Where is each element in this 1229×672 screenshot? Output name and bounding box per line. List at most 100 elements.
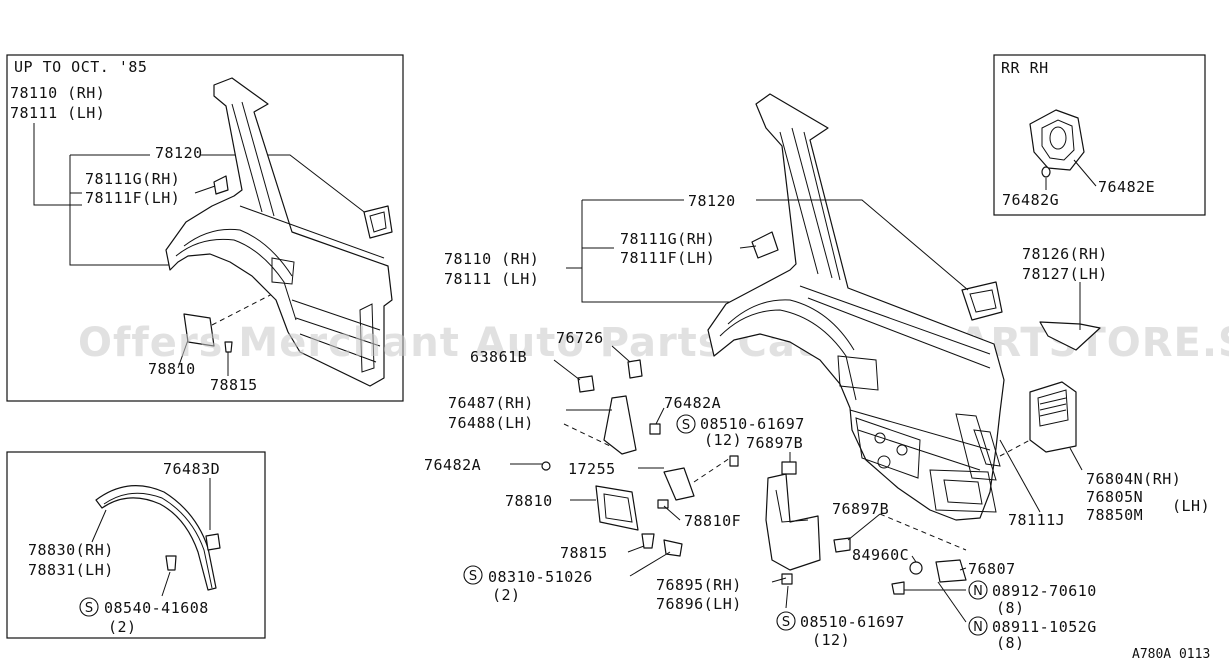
- leader-84960c: [911, 555, 917, 563]
- label-76895-rh: 76895(RH): [656, 576, 742, 594]
- label-76726: 76726: [556, 329, 604, 347]
- clip-76897b-b: [833, 537, 851, 553]
- leader-08510-b: [785, 585, 789, 609]
- screw-08310: [663, 539, 683, 557]
- rear-fender-main: [707, 93, 1005, 521]
- nut-63861b: [577, 375, 595, 393]
- leader-76804n: [1069, 447, 1083, 471]
- inset-early-model: UP TO OCT. '85 78110 (RH) 78111 (LH) 781…: [6, 54, 404, 402]
- drawing-reference: A780A 0113: [1132, 647, 1210, 662]
- leader-76482a: [655, 407, 665, 425]
- s-symbol-arch-text: S: [85, 601, 93, 616]
- label-78815-early: 78815: [210, 376, 258, 394]
- label-78815: 78815: [560, 544, 608, 562]
- label-78120-early: 78120: [155, 144, 203, 162]
- label-78110-rh-early: 78110 (RH): [10, 84, 105, 102]
- n-symbol-b: [968, 616, 988, 636]
- dash-early: [211, 289, 281, 326]
- label-63861b: 63861B: [470, 348, 527, 366]
- clip-78111g-main: [751, 231, 779, 259]
- leader-08310: [629, 551, 671, 577]
- dash-76807: [879, 513, 967, 551]
- nut-08912: [891, 581, 905, 595]
- label-08912-70610: 08912-70610: [992, 582, 1097, 600]
- leader-76482e: [1073, 159, 1097, 187]
- label-qty-12-b: (12): [812, 631, 850, 649]
- inset-rr-rh: RR RH 76482G 76482E: [993, 54, 1206, 216]
- leader-78111g-clip: [739, 245, 757, 249]
- clip-84960c: [909, 561, 923, 575]
- lid-78810: [595, 485, 639, 531]
- clip-78111g-early: [213, 175, 229, 195]
- label-08510-61697-b: 08510-61697: [800, 613, 905, 631]
- clip-76483d: [205, 533, 221, 551]
- label-76482a-2: 76482A: [424, 456, 481, 474]
- leader-78120-main-b: [756, 199, 969, 291]
- filler-78120-early: [363, 205, 393, 239]
- s-symbol-b: [463, 565, 483, 585]
- leader-78810-early: [177, 339, 189, 369]
- label-78111j: 78111J: [1008, 511, 1065, 529]
- n-symbol-a-text: N: [973, 584, 983, 599]
- label-78830-rh: 78830(RH): [28, 541, 114, 559]
- wheel-arch-molding: [95, 485, 217, 591]
- dash-76487: [563, 423, 611, 447]
- label-78111-lh-early: 78111 (LH): [10, 104, 105, 122]
- label-78111f: 78111F(LH): [620, 249, 715, 267]
- label-76482a: 76482A: [664, 394, 721, 412]
- mudguard-76895: [765, 473, 821, 571]
- label-78111f-early: 78111F(LH): [85, 189, 180, 207]
- label-78810-early: 78810: [148, 360, 196, 378]
- screw-08510-a: [729, 455, 739, 467]
- label-qty-8-a: (8): [996, 599, 1025, 617]
- label-76897b-b: 76897B: [832, 500, 889, 518]
- label-08911-1052g: 08911-1052G: [992, 618, 1097, 636]
- s-symbol-a: [676, 414, 696, 434]
- grommet-76482e: [1029, 109, 1085, 171]
- leader-08540: [161, 571, 171, 597]
- grommet-76482a-2: [541, 461, 551, 471]
- label-78111g-early: 78111G(RH): [85, 170, 180, 188]
- rear-fender-early: [165, 77, 393, 387]
- watermark: Offers Merchant Auto Parts Catalog PARTS…: [78, 320, 1229, 366]
- label-78126-rh: 78126(RH): [1022, 245, 1108, 263]
- label-78810: 78810: [505, 492, 553, 510]
- label-76482e: 76482E: [1098, 178, 1155, 196]
- label-08540-41608: 08540-41608: [104, 599, 209, 617]
- inset-rr-title: RR RH: [1001, 59, 1049, 77]
- clip-76897b-a: [781, 461, 797, 475]
- leader-08911: [937, 581, 967, 623]
- label-78110-rh: 78110 (RH): [444, 250, 539, 268]
- bracket-78126: [1039, 321, 1101, 351]
- leader-76895: [771, 577, 787, 583]
- label-78120: 78120: [688, 192, 736, 210]
- leader-63861b: [553, 359, 581, 381]
- n-symbol-a: [968, 580, 988, 600]
- label-lh-bracket: (LH): [1172, 497, 1210, 515]
- label-76897b-a: 76897B: [746, 434, 803, 452]
- label-76807: 76807: [968, 560, 1016, 578]
- bracket-17255: [663, 467, 695, 501]
- label-08310-51026: 08310-51026: [488, 568, 593, 586]
- leader-78810f: [663, 505, 681, 521]
- label-78111g: 78111G(RH): [620, 230, 715, 248]
- leader-76897b-b: [847, 513, 881, 541]
- label-76487-rh: 76487(RH): [448, 394, 534, 412]
- label-76482g: 76482G: [1002, 191, 1059, 209]
- leader-78815: [627, 545, 645, 553]
- leader-78110-early: [33, 123, 82, 206]
- inset-early-title: UP TO OCT. '85: [14, 58, 147, 76]
- label-qty-2-arch: (2): [108, 618, 137, 636]
- lid-78810-early: [183, 313, 215, 347]
- s-symbol-c-text: S: [782, 615, 790, 630]
- s-symbol-arch: [79, 597, 99, 617]
- leader-78111j: [999, 439, 1041, 513]
- inset-arch-border: [6, 451, 266, 639]
- inset-wheel-arch: 76483D 78830(RH) 78831(LH) S 08540-41608…: [6, 451, 266, 639]
- n-symbol-b-text: N: [973, 620, 983, 635]
- screw-78815: [641, 533, 655, 549]
- inset-rr-border: [993, 54, 1206, 216]
- filler-78120-main: [961, 281, 1003, 321]
- inset-early-border: [6, 54, 404, 402]
